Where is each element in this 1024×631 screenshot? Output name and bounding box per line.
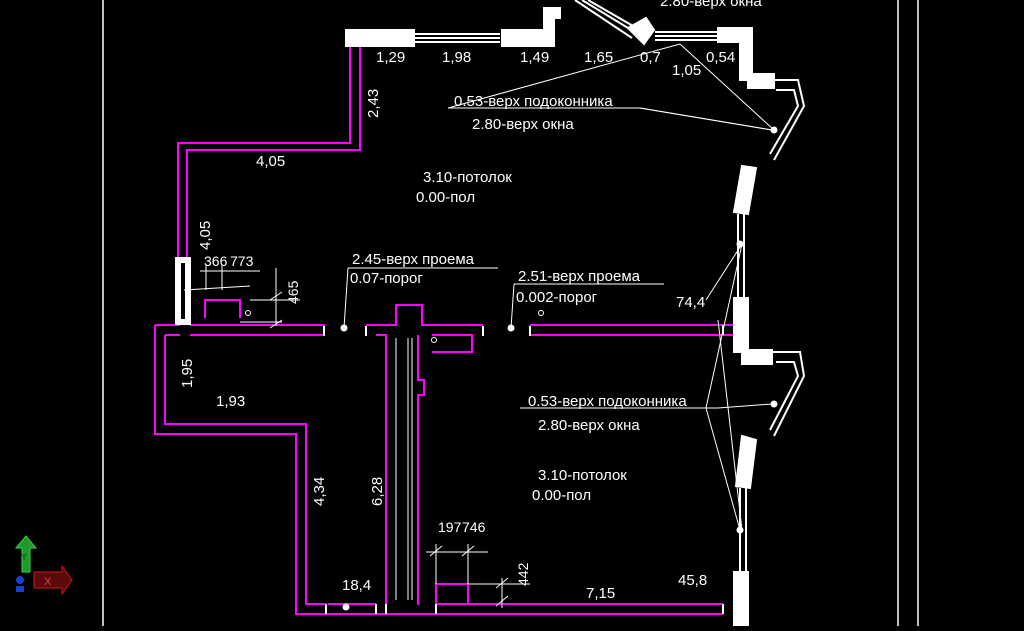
leader-lines <box>183 43 775 608</box>
dim-442: 442 <box>515 562 531 586</box>
dim-2-43: 2,43 <box>365 89 382 118</box>
ucs-y-arrow-icon <box>14 535 38 573</box>
dim-1-65: 1,65 <box>584 49 613 66</box>
dim-1-95: 1,95 <box>179 359 196 388</box>
ucs-icon[interactable]: Y X <box>14 535 73 596</box>
opening2-top-label: 2.51-верх проема <box>518 268 641 285</box>
dim-465: 465 <box>285 280 301 304</box>
upper-window-label: 2.80-верх окна <box>472 116 574 133</box>
dim-18-4: 18,4 <box>342 577 371 594</box>
annotations: 2.80-верх окна 0.53-верх подоконника 2.8… <box>350 0 762 504</box>
ucs-origin-box-icon <box>16 586 24 592</box>
upper-floor-label: 0.00-пол <box>416 189 475 206</box>
ucs-origin-icon <box>16 576 24 584</box>
top-window-label: 2.80-верх окна <box>660 0 762 10</box>
dim-366: 366 <box>204 253 228 269</box>
lower-sill-label: 0.53-верх подоконника <box>528 393 687 410</box>
ucs-x-arrow-icon <box>33 564 73 596</box>
opening2-threshold-label: 0.002-порог <box>516 289 598 306</box>
dim-4-05-vertical: 4,05 <box>197 221 214 250</box>
dim-1-05: 1,05 <box>672 62 701 79</box>
dimension-labels: 1,29 1,98 1,49 1,65 0,7 1,05 0,54 2,43 4… <box>179 49 735 602</box>
lower-window-label: 2.80-верх окна <box>538 417 640 434</box>
upper-ceiling-label: 3.10-потолок <box>423 169 512 186</box>
dim-1-93: 1,93 <box>216 393 245 410</box>
dim-4-05-horizontal: 4,05 <box>256 153 285 170</box>
dim-773: 773 <box>230 253 254 269</box>
dim-0-7: 0,7 <box>640 49 661 66</box>
dim-4-34: 4,34 <box>311 477 328 506</box>
lower-floor-label: 0.00-пол <box>532 487 591 504</box>
opening1-threshold-label: 0.07-порог <box>350 270 423 287</box>
drawing-frame <box>102 0 919 626</box>
opening1-top-label: 2.45-верх проема <box>352 251 475 268</box>
dim-1-98: 1,98 <box>442 49 471 66</box>
dim-746: 746 <box>462 519 486 535</box>
ucs-y-label: Y <box>21 552 27 562</box>
dim-197: 197 <box>438 519 462 535</box>
dim-45-8: 45,8 <box>678 572 707 589</box>
dim-1-29: 1,29 <box>376 49 405 66</box>
window-walls <box>175 0 806 627</box>
dim-6-28: 6,28 <box>369 477 386 506</box>
walls <box>154 46 733 615</box>
dim-74-4: 74,4 <box>676 294 705 311</box>
ucs-x-label: X <box>44 576 52 588</box>
dim-0-54: 0,54 <box>706 49 735 66</box>
upper-sill-label: 0.53-верх подоконника <box>454 93 613 110</box>
dim-1-49: 1,49 <box>520 49 549 66</box>
lower-ceiling-label: 3.10-потолок <box>538 467 627 484</box>
dim-7-15: 7,15 <box>586 585 615 602</box>
markers <box>245 126 778 611</box>
